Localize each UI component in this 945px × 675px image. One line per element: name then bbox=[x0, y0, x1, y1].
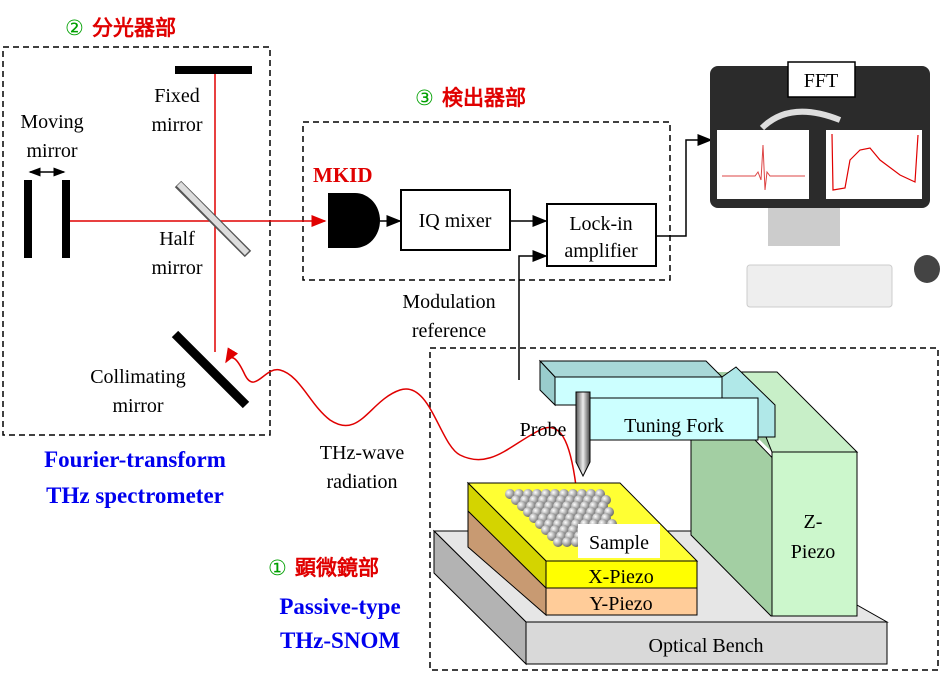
spectrometer-caption: Fourier-transform bbox=[44, 447, 226, 472]
mkid-detector-icon bbox=[328, 193, 380, 248]
interferogram-plot bbox=[717, 130, 809, 199]
modulation-label-2: reference bbox=[412, 320, 486, 342]
svg-text:検出器部: 検出器部 bbox=[442, 86, 526, 110]
microscope-caption-2: THz-SNOM bbox=[280, 628, 400, 653]
svg-text:分光器部: 分光器部 bbox=[92, 16, 176, 40]
y-piezo bbox=[545, 587, 698, 616]
keyboard-icon bbox=[746, 264, 893, 308]
tuning-fork-label: Tuning Fork bbox=[624, 415, 724, 437]
svg-text:①: ① bbox=[268, 556, 287, 580]
collimating-mirror bbox=[171, 330, 250, 409]
fft-arrow-icon bbox=[759, 108, 842, 131]
thz-wave-label-2: radiation bbox=[326, 471, 397, 493]
probe bbox=[575, 391, 591, 478]
lockin-label-2: amplifier bbox=[564, 240, 638, 262]
modulation-label: Modulation bbox=[402, 291, 495, 313]
sample-label: Sample bbox=[589, 532, 649, 554]
optical-bench-label: Optical Bench bbox=[649, 635, 764, 657]
svg-text:③: ③ bbox=[415, 86, 434, 110]
fft-box bbox=[787, 61, 856, 98]
probe-label: Probe bbox=[520, 419, 567, 441]
microscope-apparatus: Optical Bench Z- Piezo Tuning Fork Probe… bbox=[432, 359, 889, 666]
detector-section-title: ③ 検出器部 bbox=[415, 86, 526, 110]
spectrum-plot bbox=[826, 130, 922, 199]
fft-label: FFT bbox=[804, 70, 838, 92]
lockin-to-pc-arrow bbox=[656, 134, 713, 237]
x-piezo bbox=[545, 560, 698, 589]
iq-mixer-label: IQ mixer bbox=[419, 210, 492, 232]
spectrometer-caption-2: THz spectrometer bbox=[46, 483, 224, 508]
y-piezo-label: Y-Piezo bbox=[589, 593, 652, 615]
thz-wave-label: THz-wave bbox=[320, 442, 405, 464]
half-mirror-face bbox=[176, 181, 250, 256]
tuning-fork-front bbox=[589, 397, 759, 441]
iq-mixer-box bbox=[400, 189, 511, 251]
z-piezo-front bbox=[771, 451, 858, 617]
modulation-reference-line bbox=[518, 250, 548, 380]
moving-mirror-left bbox=[24, 180, 32, 258]
microscope-section-title: ① 顕微鏡部 bbox=[268, 556, 379, 580]
half-mirror-label-2: mirror bbox=[151, 257, 202, 279]
computer: FFT bbox=[710, 61, 940, 308]
sample-label-box bbox=[578, 524, 660, 558]
z-piezo-label: Z- bbox=[804, 511, 823, 533]
thz-wave-path bbox=[225, 347, 577, 487]
svg-text:顕微鏡部: 顕微鏡部 bbox=[295, 556, 379, 580]
sample-particle bbox=[553, 537, 563, 547]
z-piezo-label-2: Piezo bbox=[791, 541, 835, 563]
moving-mirror-label-2: mirror bbox=[26, 140, 77, 162]
lockin-label: Lock-in bbox=[569, 213, 632, 235]
half-mirror-label: Half bbox=[159, 228, 195, 250]
spectrometer-section-title: ② 分光器部 bbox=[65, 16, 176, 40]
interferogram-line bbox=[722, 144, 805, 191]
monitor-stand bbox=[768, 208, 840, 246]
sample-particle bbox=[562, 537, 572, 547]
mouse-icon bbox=[914, 255, 940, 283]
svg-text:②: ② bbox=[65, 16, 84, 40]
microscope-caption: Passive-type bbox=[279, 594, 400, 619]
detector-boundary bbox=[302, 121, 671, 281]
moving-mirror-label: Moving bbox=[20, 111, 83, 133]
x-piezo-label: X-Piezo bbox=[588, 566, 654, 588]
collimating-mirror-label: Collimating bbox=[90, 366, 186, 388]
spectrometer-boundary bbox=[2, 46, 271, 436]
spectrum-line bbox=[831, 133, 919, 191]
fixed-mirror-label-2: mirror bbox=[151, 114, 202, 136]
collimating-mirror-label-2: mirror bbox=[112, 395, 163, 417]
microscope-boundary bbox=[429, 347, 939, 671]
optical-bench-front bbox=[525, 621, 888, 665]
fixed-mirror-label: Fixed bbox=[154, 85, 200, 107]
mkid-label: MKID bbox=[313, 163, 373, 187]
moving-mirror-right bbox=[62, 180, 70, 258]
fixed-mirror bbox=[175, 66, 252, 74]
lockin-amplifier-box bbox=[546, 203, 657, 267]
